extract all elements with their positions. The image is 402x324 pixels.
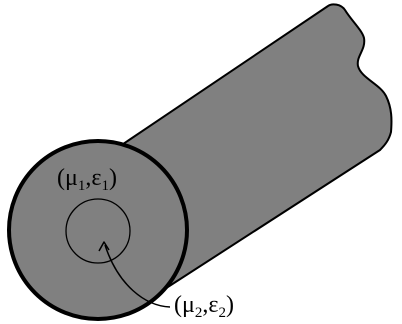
inner-pointer-arrow [104,244,171,308]
arrow-head [98,241,110,252]
outer-end-face [7,139,189,321]
inner-medium-label: (μ2,ε2) [174,292,234,321]
inner-core [65,198,131,264]
outer-medium-label: (μ1,ε1) [57,165,117,194]
